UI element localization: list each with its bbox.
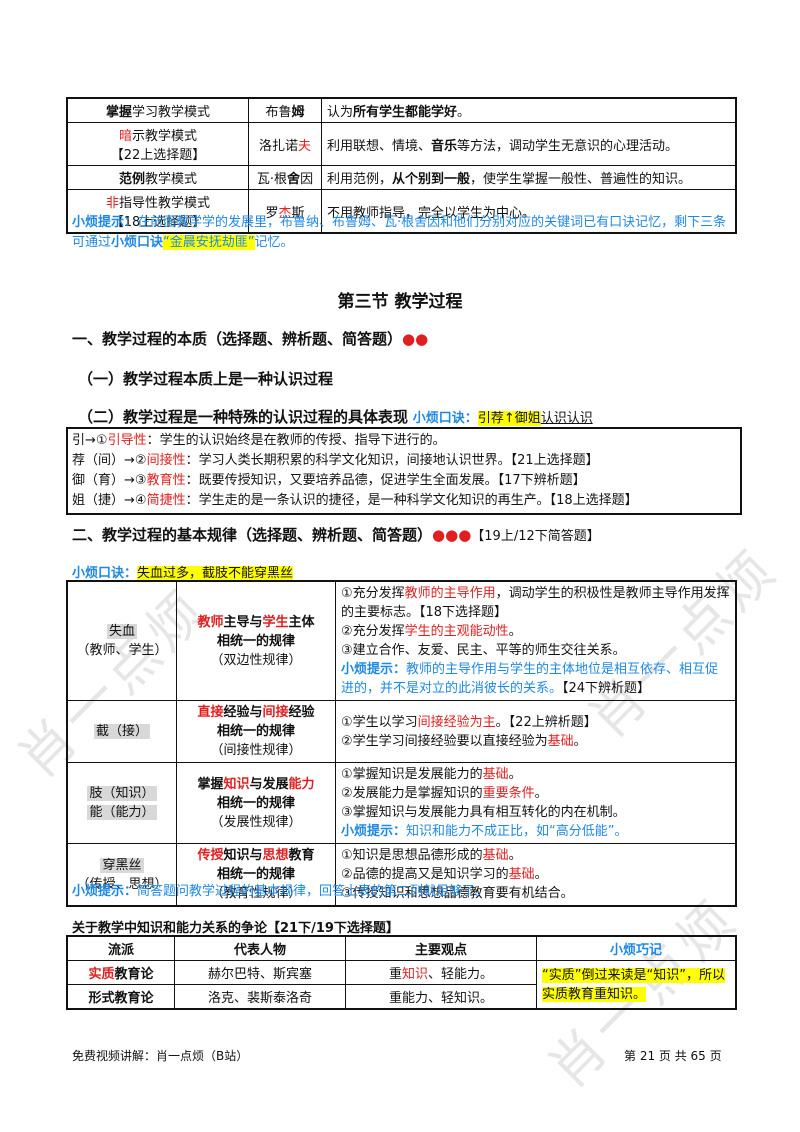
law-title: 教师主导与学生主体相统一的规律 [197, 614, 315, 649]
law-mnemonic: 小烦口诀：失血过多，截肢不能穿黑丝 [72, 566, 294, 581]
law-title: 掌握知识与发展能力相统一的规律 [197, 776, 315, 811]
law-subtitle: （双边性规律） [210, 652, 302, 668]
table-row: 形式教育论 洛克、裴斯泰洛奇 重能力、轻知识。 [66, 984, 736, 1010]
table-header: 流派 代表人物 主要观点 小烦巧记 [66, 935, 737, 961]
table-row: 掌握学习教学模式 布鲁姆 认为所有学生都能学好。 [66, 97, 737, 123]
table-row: 截（接） 直接经验与间接经验相统一的规律（间接性规律） ①学生以学习间接经验为主… [66, 700, 737, 763]
list-item: 御（育）→③教育性：既要传授知识，又要培养品德，促进学生全面发展。【17下辨析题… [72, 473, 586, 488]
table-row: 肢（知识）能（能力） 掌握知识与发展能力相统一的规律（发展性规律） ①掌握知识是… [66, 762, 737, 844]
debate-table: 流派 代表人物 主要观点 小烦巧记 实质教育论 赫尔巴特、斯宾塞 重知识、轻能力… [66, 935, 737, 1010]
heading-1-1: （一）教学过程本质上是一种认识过程 [78, 370, 334, 388]
list-item: ③掌握知识与发展能力具有相互转化的内在机制。 [341, 805, 626, 820]
tip-1: 小烦提示：在前面教学学的发展里，布鲁纳、布鲁姆、瓦·根舍因和他们分别对应的关键词… [72, 215, 727, 250]
table-row: 失血（教师、学生） 教师主导与学生主体相统一的规律（双边性规律） ①充分发挥教师… [66, 580, 737, 701]
list-item: 小烦提示：教师的主导作用与学生的主体地位是相互依存、相互促进的，并不是对立的此消… [341, 662, 719, 696]
law-table: 失血（教师、学生） 教师主导与学生主体相统一的规律（双边性规律） ①充分发挥教师… [66, 580, 737, 907]
list-item: ③建立合作、友爱、民主、平等的师生交往关系。 [341, 643, 626, 658]
table-row: 非指导性教学模式【18上选择题】 罗杰斯 不用教师指导，完全以学生为中心。 [66, 189, 737, 234]
list-item: ②品德的提高又是知识学习的基础。 [341, 867, 548, 882]
law-title: 传授知识与思想教育相统一的规律 [197, 848, 315, 882]
section-title: 第三节 教学过程 [337, 292, 463, 312]
list-item: ①掌握知识是发展能力的基础。 [341, 767, 522, 782]
heading-3: 关于教学中知识和能力关系的争论【21下/19下选择题】 [72, 921, 399, 936]
list-item: 姐（捷）→④简捷性：学生走的是一条认识的捷径，是一种科学文化知识的再生产。【18… [72, 493, 638, 508]
teaching-mode-table: 掌握学习教学模式 布鲁姆 认为所有学生都能学好。 暗示教学模式【22上选择题】 … [66, 97, 737, 234]
law-subtitle: （间接性规律） [210, 743, 302, 758]
table-row: 穿黑丝（传授、思想） 传授知识与思想教育相统一的规律（教育性规律） ①知识是思想… [66, 843, 737, 907]
list-item: ①学生以学习间接经验为主。【22上辨析题】 [341, 714, 597, 730]
list-item: ①充分发挥教师的主导作用，调动学生的积极性是教师主导作用发挥的主要标志。【18下… [341, 586, 730, 620]
list-item: ②发展能力是掌握知识的重要条件。 [341, 786, 548, 801]
law-subtitle: （教育性规律） [210, 886, 302, 901]
page-number: 第 21 页 共 65 页 [624, 1049, 722, 1063]
list-item: ②充分发挥学生的主观能动性。 [341, 624, 522, 639]
list-item: ③传授知识和思想品德教育要有机结合。 [341, 886, 574, 901]
list-item: 荐（间）→②间接性：学习人类长期积累的科学文化知识，间接地认识世界。【21上选择… [72, 453, 599, 468]
list-item: 引→①引导性：学生的认识始终是在教师的传授、指导下进行的。 [72, 433, 446, 448]
heading-1-2: （二）教学过程是一种特殊的认识过程的具体表现 小烦口诀：引荐↑御姐认识认识 [78, 408, 593, 426]
heading-2: 二、教学过程的基本规律（选择题、辨析题、简答题）●●●【19上/12下简答题】 [72, 526, 600, 544]
table-row: 实质教育论 赫尔巴特、斯宾塞 重知识、轻能力。 “实质”倒过来读是“知识”，所以… [66, 960, 737, 1010]
list-item: ②学生学习间接经验要以直接经验为基础。 [341, 733, 587, 749]
list-item: ①知识是思想品德形成的基础。 [341, 848, 522, 863]
table-row: 暗示教学模式【22上选择题】 洛扎诺夫 利用联想、情境、音乐等方法，调动学生无意… [66, 122, 737, 166]
footer-left: 免费视频讲解：肖一点烦（B站） [72, 1049, 249, 1063]
list-item: 小烦提示：知识和能力不成正比，如“高分低能”。 [341, 824, 628, 839]
law-title: 直接经验与间接经验相统一的规律 [197, 705, 315, 739]
heading-1: 一、教学过程的本质（选择题、辨析题、简答题）●● [72, 330, 429, 348]
nature-box: 引→①引导性：学生的认识始终是在教师的传授、指导下进行的。 荐（间）→②间接性：… [66, 427, 742, 515]
law-subtitle: （发展性规律） [210, 814, 302, 830]
table-row: 范例教学模式 瓦·根舍因 利用范例，从个别到一般，使学生掌握一般性、普遍性的知识… [66, 165, 737, 190]
tip-2: 小烦提示：简答题问教学过程的基本规律，回答上表的第二列就足够了。 [72, 884, 489, 899]
